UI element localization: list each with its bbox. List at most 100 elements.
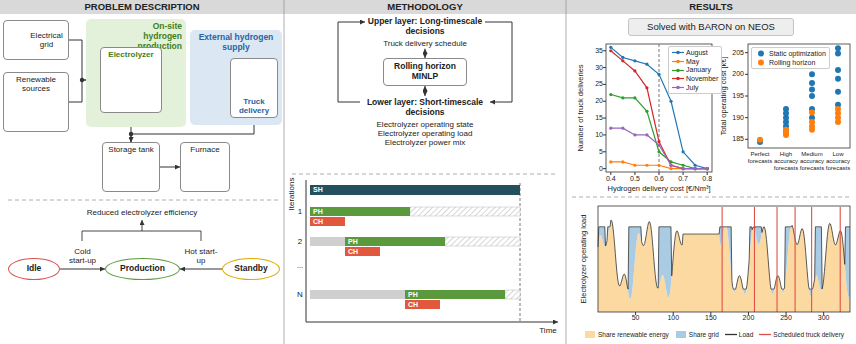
tick-label: 5	[599, 148, 603, 156]
data-point	[669, 164, 672, 167]
hatched-bar	[445, 237, 520, 246]
data-point	[694, 167, 697, 170]
data-point	[645, 110, 648, 113]
connector	[425, 86, 426, 96]
delivery-line	[795, 207, 796, 312]
node-text: CH	[348, 247, 358, 256]
tick-label: 50	[632, 314, 640, 322]
tick	[603, 168, 606, 169]
data-point	[694, 164, 697, 167]
tick-label: 195	[732, 92, 744, 100]
legend-item: January	[672, 66, 718, 74]
junction-dot	[129, 132, 133, 136]
node-text: Furnace	[190, 145, 219, 154]
graphic	[725, 334, 737, 335]
axis	[306, 180, 307, 322]
node-text: Electrolyzer power mix	[385, 138, 465, 147]
legend-text: May	[686, 58, 699, 66]
data-point	[681, 164, 684, 167]
node-text: Storage tank	[108, 145, 153, 154]
state-oval: Standby	[222, 258, 280, 280]
connector	[60, 269, 105, 270]
tick	[659, 172, 660, 175]
connector	[485, 22, 512, 102]
axis-label: Number of truck deliveries	[577, 64, 586, 151]
legend-item: July	[672, 84, 718, 92]
legend-swatch	[584, 331, 596, 338]
state-oval: Production	[105, 258, 180, 280]
data-point	[835, 76, 841, 82]
axis-label: N	[297, 290, 303, 299]
data-point	[809, 87, 815, 93]
data-point	[609, 46, 612, 49]
data-point	[757, 137, 763, 143]
legend-text: Rolling horizon	[769, 59, 815, 67]
legend: AugustMayJanuaryNovemberJuly	[668, 46, 722, 94]
axis-label: 1	[298, 207, 302, 216]
data-point	[669, 164, 672, 167]
tick	[634, 172, 635, 175]
data-point	[669, 100, 672, 103]
gantt-bar: CH	[405, 300, 440, 309]
legend-text: Static optimization	[769, 50, 826, 58]
region: External hydrogen supplyTruck delivery	[190, 30, 282, 125]
plot-frame	[598, 206, 850, 312]
tick	[745, 139, 748, 140]
data-point	[809, 80, 815, 86]
data-point	[657, 150, 660, 153]
tick	[603, 67, 606, 68]
connector	[338, 22, 365, 102]
tick-label: Medium accuracy forecasts	[799, 151, 825, 172]
gantt-bar: PH	[310, 207, 410, 216]
gantt-bar: SH	[310, 185, 520, 195]
legend-swatch	[755, 59, 767, 66]
node-text: PH	[348, 237, 358, 246]
node-text: Renewable sources	[7, 75, 65, 93]
gantt-bar: CH	[310, 217, 345, 226]
data-line	[611, 128, 707, 168]
node-text: CH	[313, 217, 323, 226]
tick-label: 0.8	[702, 175, 712, 183]
legend-item: Rolling horizon	[755, 59, 826, 67]
legend: Static optimizationRolling horizon	[751, 47, 830, 69]
past-bar	[310, 237, 345, 246]
node-text: Standby	[234, 264, 268, 274]
axis-label: Electrolyzer operating load	[580, 215, 589, 304]
legend-swatch	[672, 49, 684, 56]
legend-swatch	[755, 50, 767, 57]
data-point	[835, 106, 841, 112]
data-point	[681, 167, 684, 170]
column-separator	[566, 0, 567, 344]
tick	[707, 172, 708, 175]
section-header: PROBLEM DESCRIPTION	[84, 2, 199, 13]
data-point	[681, 167, 684, 170]
legend-item: Share grid	[675, 331, 719, 338]
plot-frame	[606, 44, 712, 172]
node-text: Truck delivery schedule	[383, 39, 467, 48]
tick	[603, 151, 606, 152]
node-text: Electrolyzer operating load	[378, 129, 473, 138]
tick	[603, 118, 606, 119]
tick-label: 25	[595, 80, 603, 88]
legend-item: November	[672, 75, 718, 83]
graphic	[676, 331, 686, 338]
edge-label: Hot start-up	[183, 247, 219, 265]
legend-text: Scheduled truck delivery	[773, 331, 844, 338]
data-point	[657, 140, 660, 143]
graphic	[758, 51, 764, 57]
tick-label: 15	[595, 114, 603, 122]
legend-text: Share grid	[689, 331, 719, 338]
horizon-line	[520, 183, 521, 321]
data-point	[609, 93, 612, 96]
tick-label: 250	[780, 314, 792, 322]
tick	[745, 52, 748, 53]
graphic	[676, 77, 680, 81]
node-text: Idle	[27, 264, 42, 274]
tick	[745, 96, 748, 97]
legend-text: Load	[739, 331, 753, 338]
data-point	[835, 51, 841, 57]
node-text: Rolling horizon MINLP	[387, 62, 463, 82]
axis-label: Iterations	[287, 178, 296, 211]
delivery-line	[840, 207, 841, 312]
